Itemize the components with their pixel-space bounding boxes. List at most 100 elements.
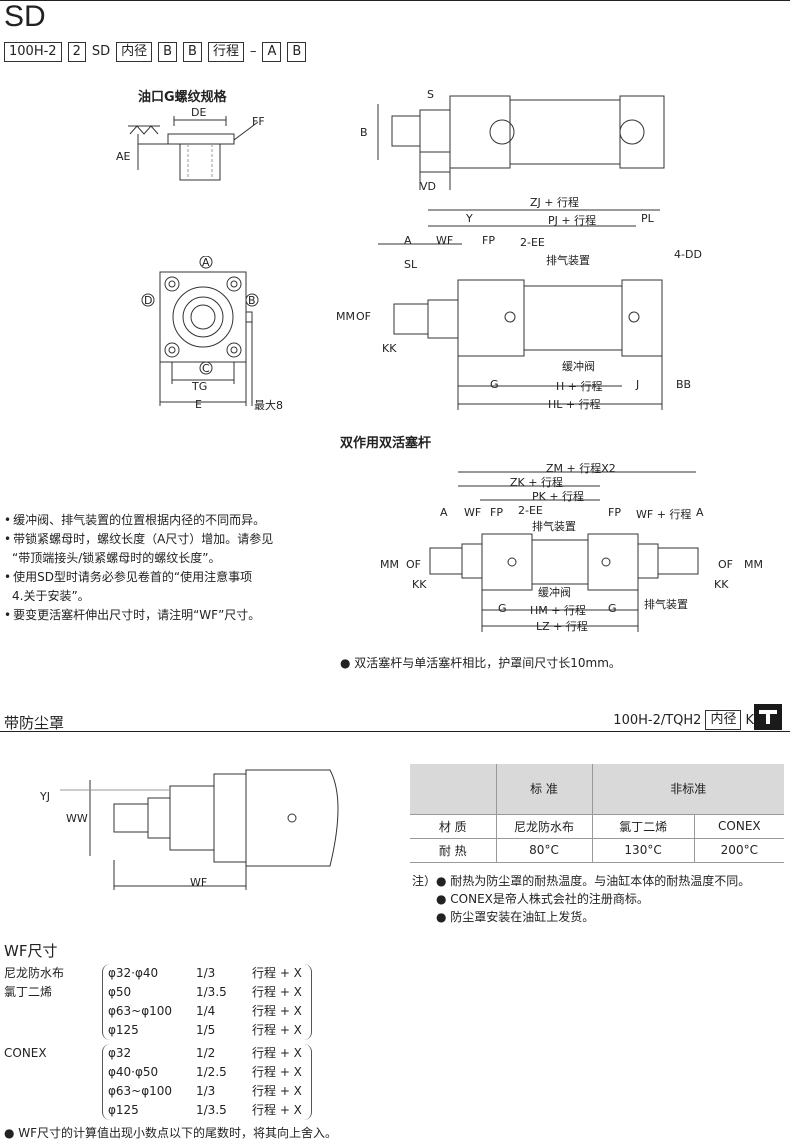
section-rule bbox=[0, 731, 790, 732]
table-notes-prefix: 注） bbox=[412, 874, 437, 888]
side-label-j: J bbox=[636, 378, 640, 391]
double-label-wfs: WF + 行程 bbox=[636, 508, 692, 521]
section-code: 100H-2/TQH2 内径 K bbox=[613, 710, 754, 730]
note-item: 要变更活塞杆伸出尺寸时，请注明“WF”尺寸。 bbox=[4, 606, 273, 625]
spec-header-blank bbox=[410, 764, 497, 815]
double-label-kk: KK bbox=[412, 578, 427, 591]
wf-material: 氯丁二烯 bbox=[4, 985, 53, 999]
label-ae: AE bbox=[116, 150, 131, 163]
double-label-zm: ZM + 行程X2 bbox=[546, 462, 616, 475]
double-title: 双作用双活塞杆 bbox=[340, 436, 432, 451]
top-label-vd: VD bbox=[420, 180, 436, 193]
front-label-max8: 最大8 bbox=[254, 399, 283, 412]
side-label-sl: SL bbox=[404, 258, 418, 271]
side-label-ee: 2-EE bbox=[520, 236, 545, 249]
double-label-fp2: FP bbox=[608, 506, 621, 519]
label-de: DE bbox=[191, 106, 207, 119]
spec-row-label: 材 质 bbox=[410, 814, 497, 839]
double-label-a: A bbox=[440, 506, 448, 519]
side-label-zj: ZJ + 行程 bbox=[530, 196, 579, 209]
front-view-drawing bbox=[141, 256, 259, 406]
code-bore: 内径 bbox=[116, 42, 153, 62]
spec-cell: 200°C bbox=[694, 838, 784, 863]
spec-header-nonstandard: 非标准 bbox=[592, 764, 784, 815]
note-item-cont: 4.关于安装”。 bbox=[12, 589, 90, 603]
double-label-mm2: MM bbox=[744, 558, 763, 571]
page-title: SD bbox=[4, 0, 46, 33]
model-code-row: 100H-2 2 SD 内径 B B 行程 – A B bbox=[4, 42, 307, 62]
boot-label-yj: YJ bbox=[40, 790, 50, 803]
top-rule bbox=[0, 0, 790, 1]
double-label-cushion: 缓冲阀 bbox=[538, 586, 571, 599]
wf-bracket bbox=[102, 1044, 312, 1120]
spec-cell: 130°C bbox=[592, 838, 695, 863]
spec-cell: CONEX bbox=[694, 814, 784, 839]
side-view-drawing bbox=[378, 209, 663, 410]
double-label-pk: PK + 行程 bbox=[532, 490, 585, 503]
front-label-c: C bbox=[202, 362, 210, 375]
side-label-kk: KK bbox=[382, 342, 397, 355]
double-label-zk: ZK + 行程 bbox=[510, 476, 563, 489]
double-label-fp: FP bbox=[490, 506, 503, 519]
section-code-suffix: K bbox=[745, 712, 754, 728]
boot-label-ww: WW bbox=[66, 812, 88, 825]
section-code-prefix: 100H-2/TQH2 bbox=[613, 712, 702, 728]
section-code-bore: 内径 bbox=[705, 710, 742, 730]
side-label-a: A bbox=[404, 234, 412, 247]
code-stroke: 行程 bbox=[207, 42, 244, 62]
spec-cell: 80°C bbox=[496, 838, 593, 863]
side-label-hl: HL + 行程 bbox=[548, 398, 601, 411]
side-label-pl: PL bbox=[641, 212, 654, 225]
side-label-bb: BB bbox=[676, 378, 692, 391]
side-label-y: Y bbox=[466, 212, 473, 225]
spec-row-label: 耐 热 bbox=[410, 838, 497, 863]
code-series: 100H-2 bbox=[4, 42, 62, 62]
table-notes: 注） ● 耐热为防尘罩的耐热温度。与油缸本体的耐热温度不同。 ● CONEX是帝… bbox=[412, 872, 750, 926]
front-label-d: D bbox=[144, 294, 153, 307]
table-note-item: ● CONEX是帝人株式会社的注册商标。 bbox=[436, 892, 649, 906]
wf-title: WF尺寸 bbox=[4, 942, 58, 960]
port-title: 油口G螺纹规格 bbox=[138, 90, 227, 105]
code-a: A bbox=[262, 42, 282, 62]
boot-label-wf: WF bbox=[190, 876, 208, 889]
code-type: SD bbox=[91, 44, 111, 59]
side-label-h: H + 行程 bbox=[556, 380, 603, 393]
label-ff: FF bbox=[252, 115, 265, 128]
double-label-hm: HM + 行程 bbox=[530, 604, 586, 617]
spec-cell: 氯丁二烯 bbox=[592, 814, 695, 839]
double-label-wf: WF bbox=[464, 506, 482, 519]
double-label-kk2: KK bbox=[714, 578, 729, 591]
double-label-of: OF bbox=[406, 558, 421, 571]
port-drawing bbox=[128, 116, 259, 181]
top-view-drawing bbox=[377, 95, 665, 190]
double-label-a2: A bbox=[696, 506, 704, 519]
wf-note: ● WF尺寸的计算值出现小数点以下的尾数时，将其向上舍入。 bbox=[4, 1126, 338, 1140]
code-b1: B bbox=[158, 42, 178, 62]
double-label-vent: 排气装置 bbox=[532, 520, 576, 533]
front-label-b: B bbox=[248, 294, 256, 307]
double-label-of2: OF bbox=[718, 558, 733, 571]
front-label-tg: TG bbox=[192, 380, 208, 393]
section-title: 带防尘罩 bbox=[4, 714, 65, 732]
spec-cell: 尼龙防水布 bbox=[496, 814, 593, 839]
spec-header-standard: 标 准 bbox=[496, 764, 593, 815]
double-label-lz: LZ + 行程 bbox=[536, 620, 588, 633]
front-label-e: E bbox=[195, 398, 202, 411]
side-label-dd: 4-DD bbox=[674, 248, 702, 261]
side-label-vent: 排气装置 bbox=[546, 254, 590, 267]
code-b3: B bbox=[287, 42, 307, 62]
spec-table: 标 准 非标准 材 质 尼龙防水布 氯丁二烯 CONEX 耐 热 80°C 13… bbox=[410, 764, 784, 863]
double-label-g2: G bbox=[608, 602, 617, 615]
note-item: 使用SD型时请务必参见卷首的“使用注意事项 bbox=[4, 568, 273, 587]
side-label-g: G bbox=[490, 378, 499, 391]
section-icon bbox=[754, 704, 782, 730]
note-item: 缓冲阀、排气装置的位置根据内径的不同而异。 bbox=[4, 511, 273, 530]
side-label-wf: WF bbox=[436, 234, 454, 247]
double-label-ee: 2-EE bbox=[518, 504, 543, 517]
